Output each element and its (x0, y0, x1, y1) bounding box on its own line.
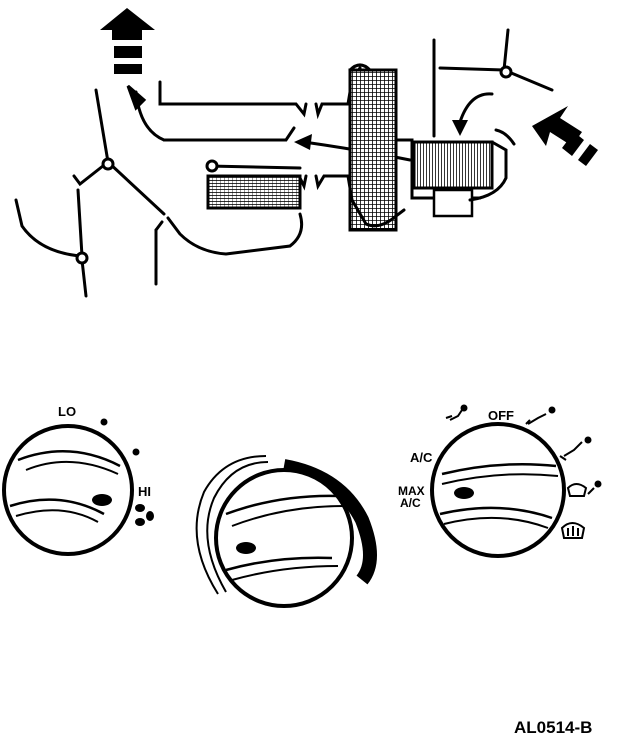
fan-icon (135, 504, 154, 526)
defrost-floor-icon (566, 480, 602, 497)
temperature-knob[interactable] (195, 455, 377, 608)
floor-vent-icon (559, 436, 592, 461)
defrost-icon (560, 522, 586, 539)
face-vent-icon (525, 406, 556, 425)
figure-code: AL0514-B (514, 718, 593, 737)
mode-selector-knob[interactable]: OFF A/C MAX A/C (398, 404, 602, 558)
face-vent-icon (445, 404, 468, 421)
heater-core (206, 174, 302, 210)
evaporator-core (348, 68, 398, 232)
mode-off-label: OFF (488, 408, 514, 423)
mode-max-label: MAX (398, 484, 425, 498)
mode-knob-indicator (454, 487, 474, 499)
fan-hi-label: HI (138, 484, 151, 499)
temp-knob-indicator (236, 542, 256, 554)
mode-max-ac-label: A/C (400, 496, 421, 510)
blower-wheel (412, 140, 494, 190)
blower-motor (432, 188, 474, 218)
speed-dot (100, 418, 108, 426)
fan-lo-label: LO (58, 404, 76, 419)
fan-knob-indicator (92, 494, 112, 506)
mode-ac-label: A/C (410, 450, 433, 465)
outside-air-inlet-arrow (532, 106, 598, 166)
defrost-outlet-arrow (100, 8, 155, 74)
fan-speed-knob[interactable]: LO HI (2, 404, 154, 556)
airflow-diagram (14, 8, 598, 298)
speed-dot (132, 448, 140, 456)
